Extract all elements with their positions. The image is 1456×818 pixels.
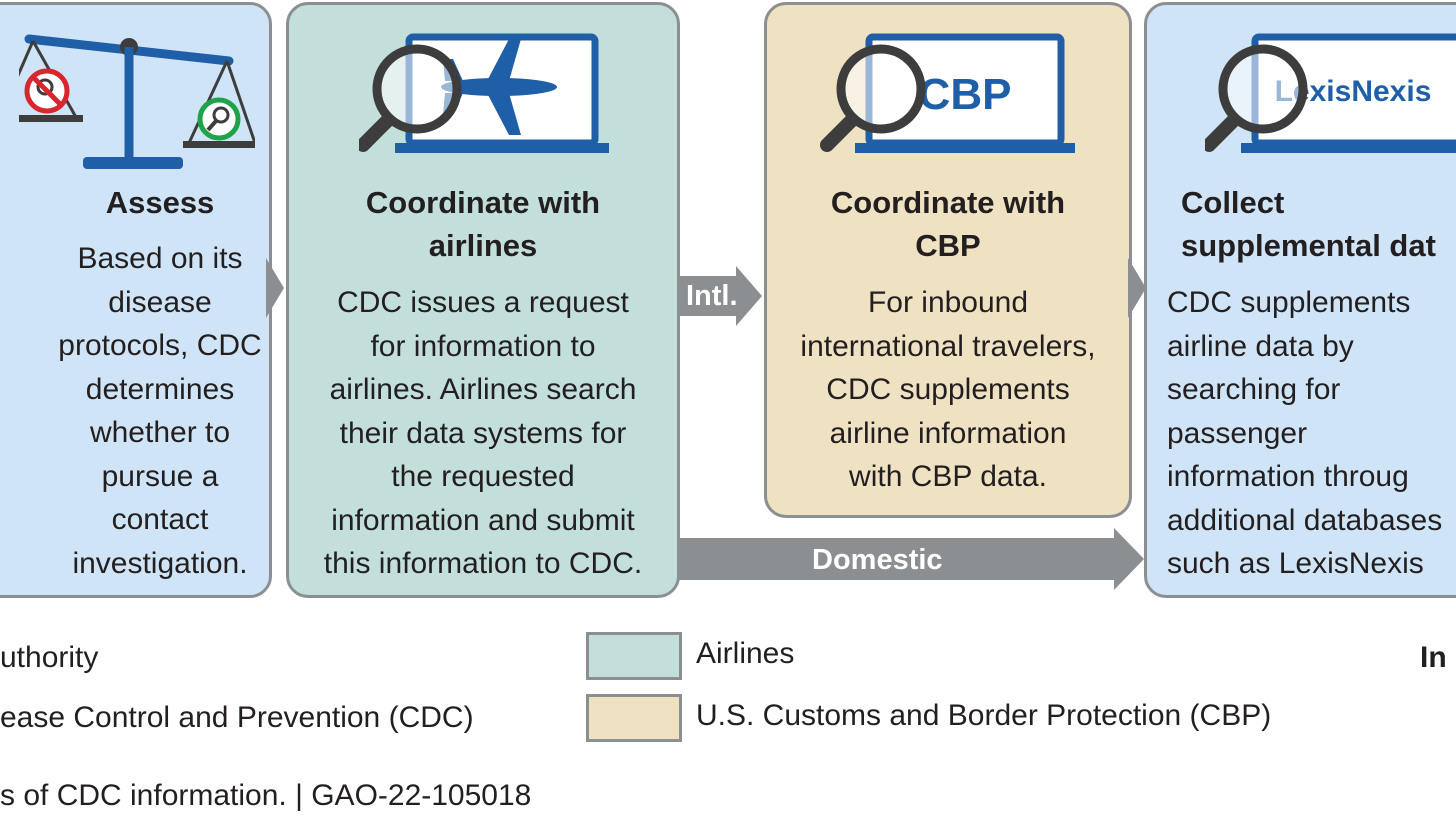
step-box-airlines: Coordinate with airlines CDC issues a re…	[286, 2, 680, 598]
flow-arrow	[266, 258, 284, 318]
magnifier-icon	[1205, 44, 1308, 152]
legend-airlines-swatch	[586, 632, 682, 680]
step-box-assess: Assess Based on its disease protocols, C…	[0, 2, 272, 598]
step-description: CDC issues a request for information to …	[323, 286, 643, 580]
laptop-cbp-search-icon: CBP	[820, 33, 1075, 153]
legend-cbp-label: U.S. Customs and Border Protection (CBP)	[696, 699, 1272, 732]
step-title: Coordinate with CBP	[830, 185, 1066, 263]
step-title: Assess	[105, 185, 215, 220]
cbp-screen-text: CBP	[919, 70, 1012, 119]
magnifier-icon	[359, 44, 462, 152]
magnifier-icon	[820, 44, 926, 152]
intl-arrow-label: Intl.	[686, 280, 738, 312]
flow-arrow	[1128, 258, 1146, 318]
step-description: CDC supplements airline data by searchin…	[1167, 286, 1443, 580]
step-title: Collect supplemental dat	[1181, 185, 1436, 263]
step-title: Coordinate with airlines	[365, 185, 601, 263]
step-box-cbp: CBP Coordinate with CBP For inbound inte…	[764, 2, 1132, 518]
legend-airlines-label: Airlines	[696, 637, 795, 670]
prohibited-search-icon	[24, 68, 70, 114]
legend-cbp-swatch	[586, 694, 682, 742]
step-description: Based on its disease protocols, CDC dete…	[58, 242, 262, 580]
approved-search-icon	[197, 97, 241, 141]
domestic-arrow-label: Domestic	[812, 544, 943, 576]
legend-authority-label: uthority	[0, 641, 99, 674]
domestic-arrow	[678, 528, 1144, 590]
step-description: For inbound international travelers, CDC…	[800, 286, 1096, 493]
step-box-supplemental: LexisNexis Collect supplemental dat CDC …	[1144, 2, 1456, 598]
legend-partial-label: In	[1420, 641, 1447, 674]
laptop-airplane-search-icon	[359, 33, 609, 153]
intl-arrow	[678, 266, 762, 326]
scales-icon	[19, 34, 255, 169]
laptop-lexisnexis-search-icon: LexisNexis	[1205, 33, 1456, 153]
legend-cdc-label: ease Control and Prevention (CDC)	[0, 701, 474, 734]
source-note: s of CDC information. | GAO-22-105018	[0, 779, 532, 812]
